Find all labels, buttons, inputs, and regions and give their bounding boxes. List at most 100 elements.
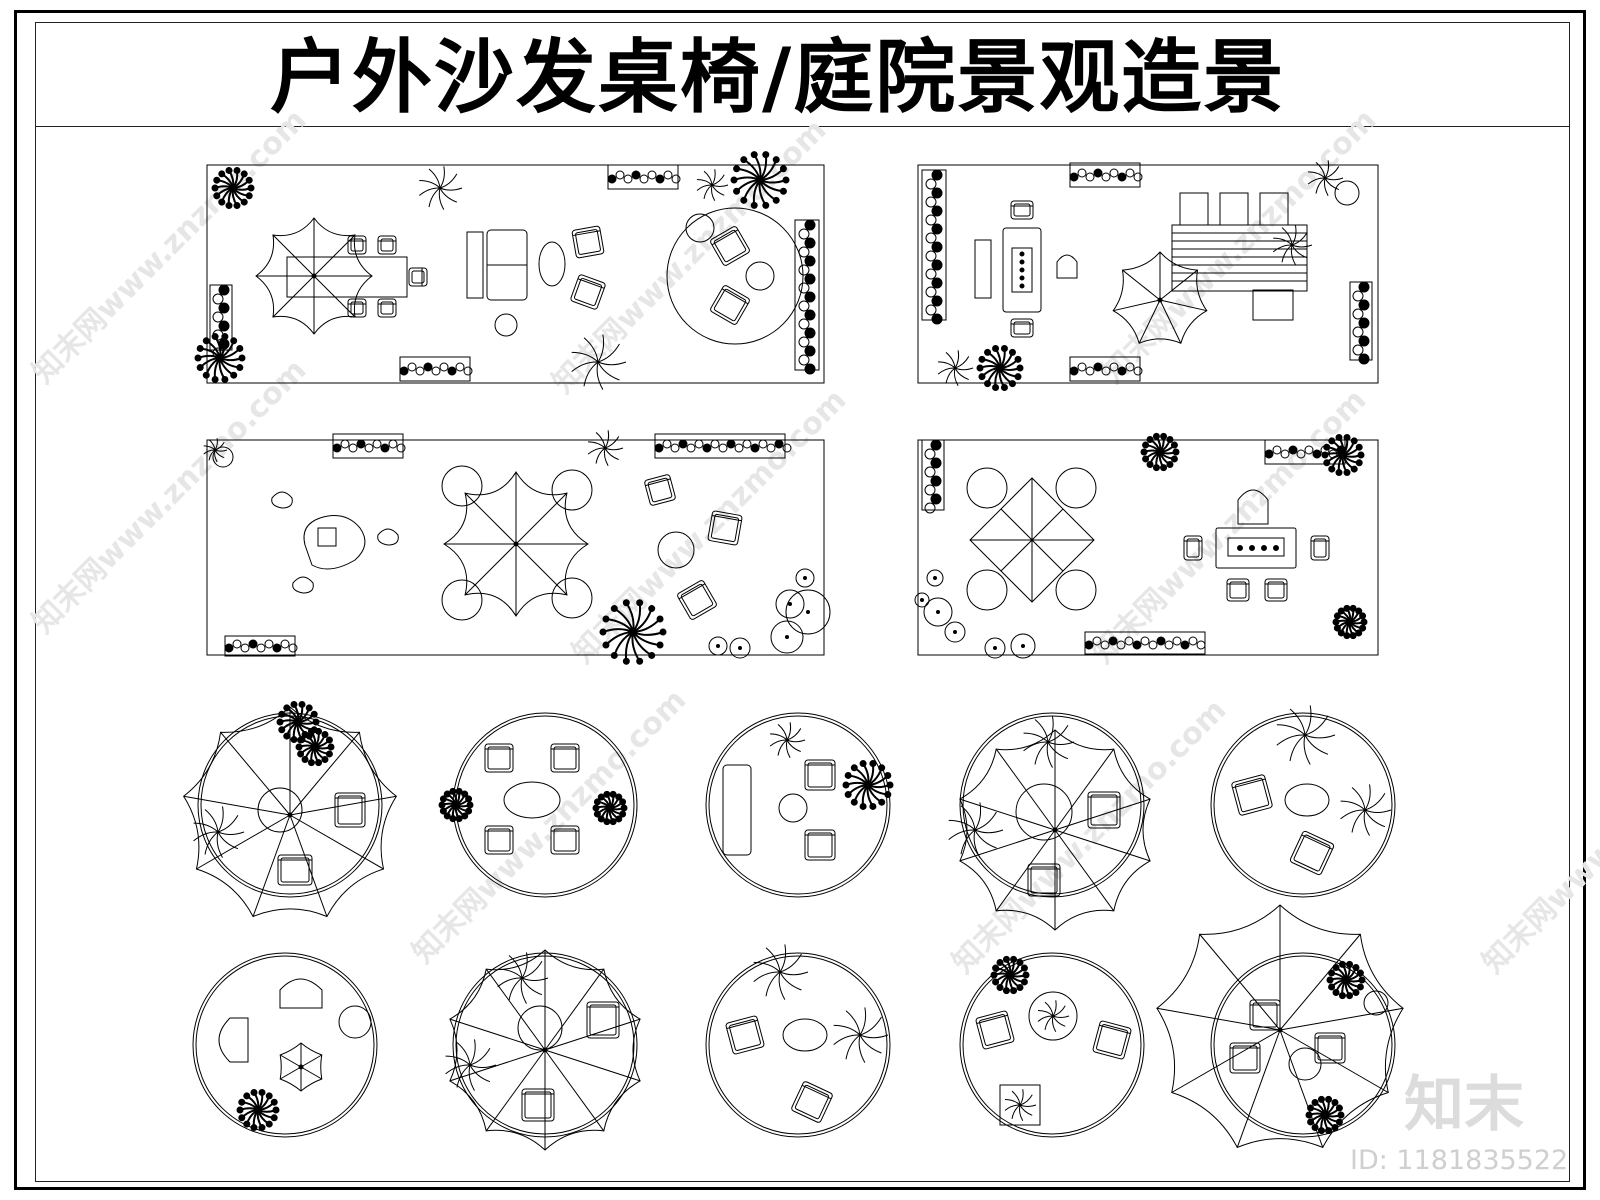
chair [1231, 774, 1273, 816]
hedge-leaf [623, 174, 633, 184]
chair-back [801, 1084, 832, 1100]
plant-leaf [233, 166, 241, 174]
plant-leaf [850, 764, 858, 772]
plant-frond [711, 169, 716, 186]
round-table [657, 531, 695, 569]
hedge-leaf [798, 228, 810, 240]
plant-frond [595, 432, 606, 449]
plant-frond [571, 351, 599, 363]
vignette-circle [705, 712, 891, 898]
plant-leaf [213, 192, 221, 200]
plant-leaf [301, 756, 309, 764]
plant-leaf [1359, 624, 1367, 632]
coffee-table [1284, 783, 1330, 817]
tree-trunk [806, 610, 810, 614]
chair-seat [1010, 318, 1034, 338]
plant-frond [438, 187, 445, 210]
planter-box [332, 433, 404, 459]
chair-cushion [1313, 538, 1327, 558]
plant-leaf [238, 1098, 246, 1106]
plant-frond [203, 449, 216, 455]
plant-frond [1324, 160, 1330, 179]
chair-seat [804, 759, 836, 791]
plant-leaf [202, 337, 210, 345]
chair-cushion [713, 288, 747, 322]
plant-leaf [297, 736, 305, 744]
plant-leaf [636, 599, 644, 607]
hedge-leaf [1109, 362, 1119, 372]
plant-leaf [1338, 960, 1346, 968]
chair [377, 298, 397, 318]
plant-frond [469, 1039, 476, 1066]
tree-trunk [953, 630, 957, 634]
plant-frond [439, 166, 445, 189]
plant-frond [1307, 177, 1326, 185]
hedge-leaf [1296, 449, 1306, 459]
chair-back [678, 583, 706, 600]
plant-frond [604, 447, 619, 461]
plant-frond [779, 953, 802, 973]
tree-canopy [795, 568, 815, 588]
plant-leaf [194, 354, 202, 362]
plant-frond [604, 436, 620, 449]
plant-leaf [305, 704, 313, 712]
plant-leaf [1022, 971, 1030, 979]
chair-seat [710, 226, 750, 266]
hedge-leaf [1101, 172, 1111, 182]
plant-leaf [602, 641, 610, 649]
hedge-leaf [455, 362, 465, 372]
plant-frond [859, 1016, 882, 1036]
plant-leaf [733, 187, 741, 195]
plant-leaf [218, 198, 226, 206]
chair [804, 829, 836, 861]
chair-seat [1087, 791, 1121, 829]
plant-leaf [1343, 604, 1351, 612]
plant-frond [217, 815, 239, 833]
plant-leaf [592, 804, 600, 812]
umbrella-rib [464, 492, 517, 545]
plant-frond [1351, 809, 1366, 833]
hedge-leaf [804, 237, 816, 249]
tree-trunk [738, 646, 742, 650]
vignette-circle [1210, 712, 1396, 898]
hedge-leaf [218, 302, 230, 314]
desk-inset [1227, 537, 1285, 557]
chair-cushion [337, 795, 363, 825]
umbrella-chair [966, 569, 1008, 611]
chair [707, 510, 743, 546]
hedge-leaf [1133, 172, 1143, 182]
umbrella-rib [289, 731, 360, 816]
chair-seat [1010, 200, 1034, 220]
plant-frond [770, 733, 788, 741]
hedge-leaf [264, 639, 274, 649]
plant-frond [469, 1064, 491, 1083]
tree-canopy [775, 589, 805, 619]
plant-frond [1037, 1015, 1054, 1022]
chair-seat [1226, 578, 1250, 602]
plant-frond [1011, 1090, 1021, 1106]
umbrella-rib [1122, 269, 1161, 301]
plant-frond [1340, 809, 1366, 820]
plant-frond [419, 187, 441, 196]
umbrella-rib [515, 543, 568, 596]
chair [1092, 1020, 1132, 1060]
desk-item [1019, 251, 1025, 257]
hedge-leaf [356, 439, 366, 449]
plant-frond [1052, 1015, 1057, 1033]
plant-leaf [1352, 963, 1360, 971]
chair [1010, 318, 1034, 338]
plant-frond [765, 971, 781, 997]
plant-leaf [221, 333, 229, 341]
chair [644, 474, 676, 506]
chair [521, 1088, 555, 1122]
plant-frond [786, 739, 801, 753]
plan-pond-umbrella-lounge [203, 430, 831, 665]
chair-cushion [1090, 794, 1118, 826]
hedge-leaf [639, 174, 649, 184]
plant-frond [1044, 1001, 1054, 1017]
umbrella-chair [551, 469, 593, 511]
chair-cushion [713, 229, 747, 263]
plant-frond [1281, 227, 1293, 246]
chair-seat [377, 298, 397, 318]
plant-frond [1052, 1005, 1066, 1017]
